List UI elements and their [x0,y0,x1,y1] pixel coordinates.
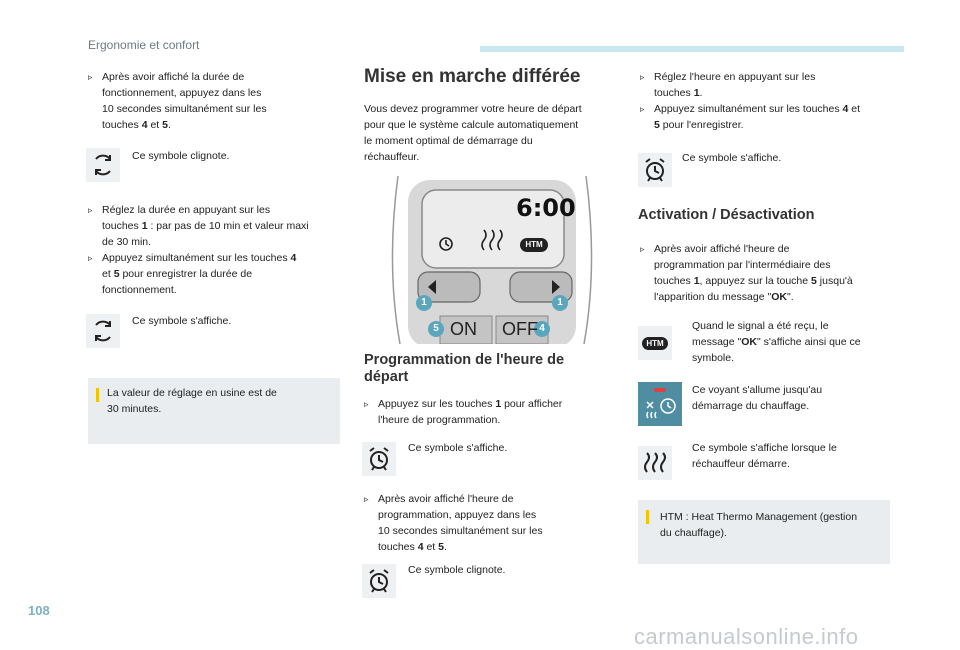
info-bar [96,388,99,402]
mid-bullet-2: ▹Après avoir affiché l'heure de programm… [364,493,543,553]
heater-warning-lamp-icon [638,382,682,426]
right-bullet-3: ▹Après avoir affiché l'heure de programm… [640,243,853,303]
mid-symbol-blink-text: Ce symbole clignote. [408,564,506,576]
display-time: 6:00 [516,194,576,222]
alarm-clock-icon [638,153,672,187]
on-button-label: ON [450,319,477,339]
intro-paragraph: Vous devez programmer votre heure de dép… [364,103,582,163]
page-number: 108 [28,603,50,618]
badge-4: 4 [539,323,545,334]
left-symbol-shown-text: Ce symbole s'affiche. [132,315,232,327]
bullet-icon: ▹ [640,244,645,254]
recycle-arrows-icon [86,314,120,348]
heater-waves-icon [638,446,672,480]
bullet-icon: ▹ [640,72,645,82]
bullet-icon: ▹ [88,72,93,82]
left-symbol-blink-text: Ce symbole clignote. [132,150,230,162]
badge-5: 5 [433,323,439,334]
control-panel-illustration: 6:00 HTM ON OFF 1 1 5 4 [364,175,620,348]
right-symbol-shown-text: Ce symbole s'affiche. [682,152,782,164]
recycle-arrows-icon [86,148,120,182]
section-title: Ergonomie et confort [88,38,200,52]
bullet-icon: ▹ [364,494,369,504]
bullet-icon: ▹ [364,399,369,409]
info-bar [646,510,649,524]
badge-1-left: 1 [421,297,427,308]
bullet-icon: ▹ [640,104,645,114]
left-bullet-3: ▹Appuyez simultanément sur les touches 4… [88,252,297,296]
bullet-icon: ▹ [88,253,93,263]
subtitle-activation: Activation / Désactivation [638,207,815,223]
htm-icon: HTM [638,326,672,360]
alarm-clock-icon [362,564,396,598]
mid-symbol-shown-text: Ce symbole s'affiche. [408,442,508,454]
bullet-icon: ▹ [88,205,93,215]
alarm-clock-icon [362,442,396,476]
right-bullet-1: ▹Réglez l'heure en appuyant sur les touc… [640,71,816,99]
left-bullet-1: ▹Après avoir affiché la durée de fonctio… [88,71,267,131]
htm-badge: HTM [525,240,543,249]
left-bullet-2: ▹Réglez la durée en appuyant sur les tou… [88,204,309,248]
header-rule [480,46,904,52]
page-title: Mise en marche différée [364,66,581,87]
mid-bullet-1: ▹Appuyez sur les touches 1 pour afficher… [364,398,563,426]
watermark: carmanualsonline.info [634,624,859,649]
badge-1-right: 1 [557,297,563,308]
off-button-label: OFF [502,319,538,339]
right-bullet-2: ▹Appuyez simultanément sur les touches 4… [640,103,861,131]
